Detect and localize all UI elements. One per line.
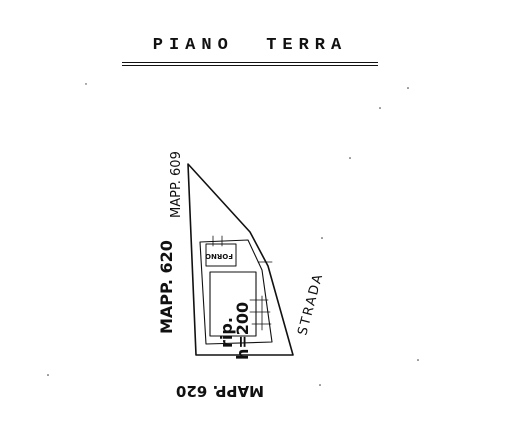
storage-label: rip. [217,317,236,348]
page-title: PIANO TERRA [152,36,348,55]
scan-specks [47,83,419,386]
road-label: STRADA [295,271,326,337]
title-underline-top [122,62,378,63]
south-parcel-label: MAPP. 620 [176,382,264,400]
storage-room [209,271,257,337]
oven-label: FORNO [205,252,233,260]
inner-wall [199,239,273,345]
lot-boundary [187,163,294,356]
title-underline-bottom [122,65,378,66]
west-parcel-label: MAPP. 620 [157,240,176,334]
oven-box [205,243,237,267]
height-label: h=200 [233,302,252,360]
north-parcel-label: MAPP. 609 [169,151,184,218]
